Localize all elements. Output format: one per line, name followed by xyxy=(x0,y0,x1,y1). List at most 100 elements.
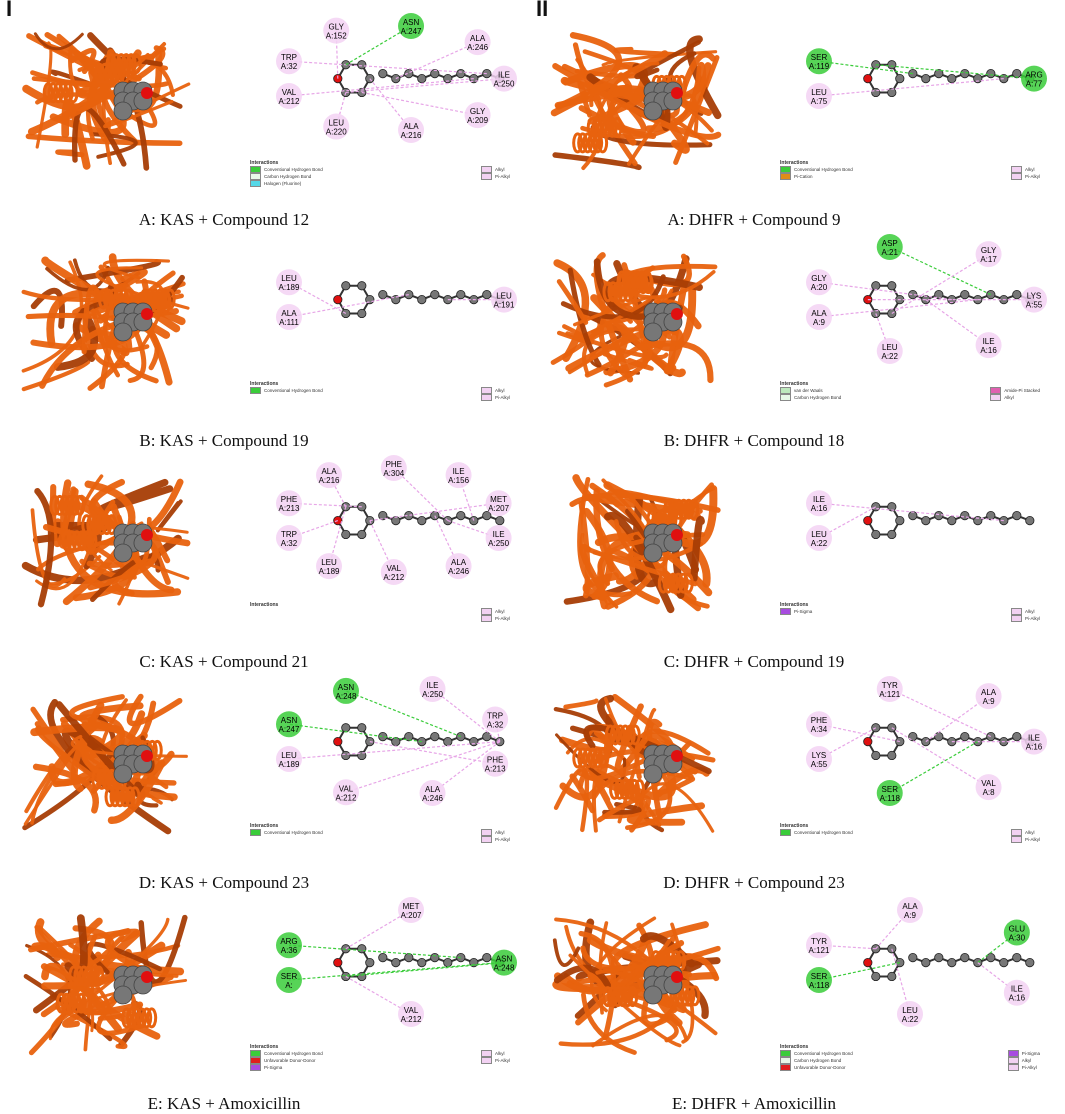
residue-id: A:34 xyxy=(811,725,828,734)
legend-item: Halogen (Fluorine) xyxy=(250,180,323,187)
legend-label: Carbon Hydrogen Bond xyxy=(794,1058,842,1063)
legend-label: van der Waals xyxy=(794,388,823,393)
protein-ribbon xyxy=(563,474,721,614)
legend-item: Alkyl xyxy=(1010,166,1040,173)
legend-item: Carbon Hydrogen Bond xyxy=(250,173,323,180)
legend-item: Pi-Sigma xyxy=(250,1064,323,1071)
residue-name: ALA xyxy=(902,902,918,911)
residue-id: A:55 xyxy=(811,760,828,769)
residue-id: A:250 xyxy=(422,690,443,699)
legend-item: Conventional Hydrogen Bond xyxy=(250,1050,323,1057)
legend-label: Halogen (Fluorine) xyxy=(264,181,302,186)
panel-label-left: I xyxy=(6,0,13,21)
residue-id: A:189 xyxy=(279,760,300,769)
residue-name: LEU xyxy=(321,558,337,567)
legend-swatch xyxy=(990,394,1002,401)
residue-name: ALA xyxy=(281,309,297,318)
residue-name: PHE xyxy=(281,495,297,504)
protein-structure xyxy=(532,458,740,628)
ligand-spheres xyxy=(113,302,153,342)
legend-swatch xyxy=(780,166,791,173)
legend-label: Unfavorable Donor-Donor xyxy=(794,1065,846,1070)
protein-structure xyxy=(532,16,740,186)
protein-ribbon xyxy=(550,32,722,171)
residue-id: A:8 xyxy=(983,788,996,797)
legend-item: Pi-Alkyl xyxy=(1007,1064,1040,1071)
residue-id: A:9 xyxy=(904,911,917,920)
protein-structure xyxy=(2,900,210,1070)
residue-id: A:207 xyxy=(488,504,509,513)
legend-swatch xyxy=(250,829,261,836)
residue-id: A:250 xyxy=(488,539,509,548)
residue-id: A:213 xyxy=(485,765,506,774)
legend-item: Conventional Hydrogen Bond xyxy=(780,829,853,836)
panel-caption: C: KAS + Compound 21 xyxy=(139,652,309,671)
protein-structure xyxy=(2,16,210,186)
residue-name: MET xyxy=(403,902,420,911)
protein-ribbon xyxy=(22,32,191,171)
legend-swatch xyxy=(250,173,261,180)
residue-id: A:20 xyxy=(811,283,828,292)
legend-swatch xyxy=(480,1057,492,1064)
legend-swatch xyxy=(780,1050,791,1057)
residue-name: ALA xyxy=(981,688,997,697)
legend-label: Conventional Hydrogen Bond xyxy=(264,388,323,393)
residue-name: LYS xyxy=(812,751,827,760)
legend-swatch xyxy=(480,608,492,615)
ligand-spheres xyxy=(643,965,683,1005)
residue-id: A:207 xyxy=(401,911,422,920)
residue-name: ARG xyxy=(280,937,297,946)
legend-title: Interactions xyxy=(780,1044,809,1050)
residue-name: LEU xyxy=(811,88,827,97)
legend-item: Conventional Hydrogen Bond xyxy=(250,829,323,836)
legend-label: Conventional Hydrogen Bond xyxy=(794,1051,853,1056)
residue-name: ALA xyxy=(451,558,467,567)
residue-id: A:250 xyxy=(494,80,515,89)
legend-swatch xyxy=(250,1050,261,1057)
legend-swatch xyxy=(1010,829,1022,836)
legend-label: Alkyl xyxy=(494,388,505,393)
legend-label: Alkyl xyxy=(494,830,505,835)
residue-id: A:16 xyxy=(1009,994,1026,1003)
residue-id: A:152 xyxy=(326,32,347,41)
residue-id: A:22 xyxy=(902,1015,919,1024)
residue-id: A:212 xyxy=(279,97,300,106)
residue-name: LEU xyxy=(281,751,297,760)
legend-label: Alkyl xyxy=(494,167,505,172)
legend-swatch xyxy=(480,836,492,843)
protein-ribbon xyxy=(23,914,188,1056)
residue-name: VAL xyxy=(404,1006,419,1015)
legend-item: Pi-Cation xyxy=(780,173,853,180)
residue-id: A:189 xyxy=(319,567,340,576)
residue-name: LEU xyxy=(496,292,512,301)
legend-title: Interactions xyxy=(250,160,279,166)
panel-caption: B: DHFR + Compound 18 xyxy=(663,431,845,450)
residue-id: A:9 xyxy=(983,697,996,706)
residue-id: A:119 xyxy=(809,62,830,71)
residue-name: ASN xyxy=(338,683,355,692)
legend-title: Interactions xyxy=(780,381,809,387)
residue-id: A:191 xyxy=(494,301,515,310)
